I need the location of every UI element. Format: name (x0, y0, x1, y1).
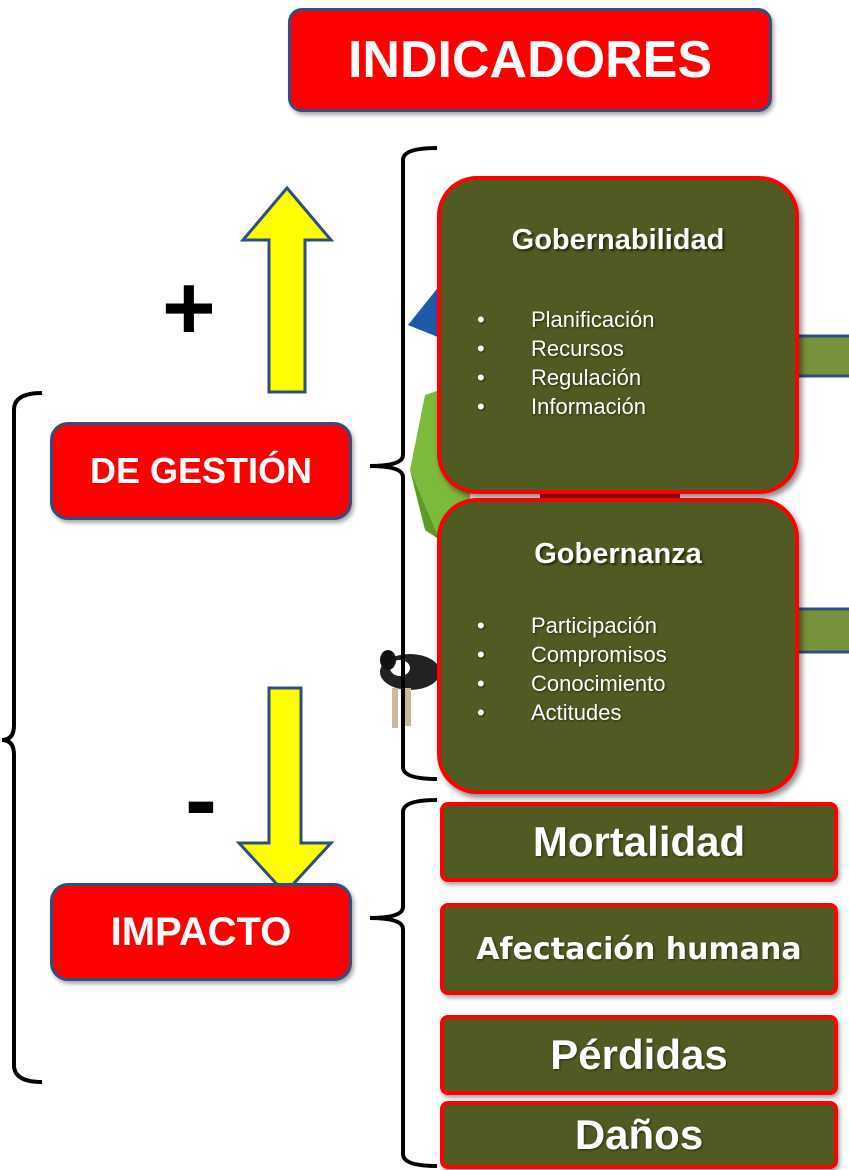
left-brace (1, 391, 43, 1084)
title-box: INDICADORES (288, 8, 772, 112)
mortalidad-bar: Mortalidad (440, 802, 838, 882)
afectacion-humana-bar: Afectación humana (440, 903, 838, 995)
list-item: •Actitudes (477, 700, 622, 725)
gestion-box: DE GESTIÓN (50, 422, 352, 520)
list-item: •Compromisos (477, 642, 667, 667)
cow-image (380, 650, 440, 728)
impacto-box: IMPACTO (50, 883, 352, 981)
gobernabilidad-card: Gobernabilidad •Planificación •Recursos … (437, 176, 799, 494)
impacto-label: IMPACTO (110, 909, 292, 954)
down-arrow (235, 686, 335, 896)
danos-bar: Daños (440, 1101, 838, 1169)
gobernanza-list: •Participación •Compromisos •Conocimient… (441, 611, 795, 727)
list-item: •Información (477, 394, 646, 419)
title-text: INDICADORES (347, 31, 713, 89)
plus-sign: + (162, 257, 216, 359)
gestion-label: DE GESTIÓN (89, 450, 313, 491)
gestion-brace (369, 146, 438, 781)
list-item: •Planificación (477, 307, 655, 332)
list-item: •Recursos (477, 336, 624, 361)
minus-sign: - (185, 746, 217, 853)
gobernabilidad-list: •Planificación •Recursos •Regulación •In… (441, 305, 795, 421)
list-item: •Conocimiento (477, 671, 666, 696)
list-item: •Participación (477, 613, 657, 638)
list-item: •Regulación (477, 365, 642, 390)
up-arrow (239, 185, 335, 394)
gobernanza-card: Gobernanza •Participación •Compromisos •… (437, 498, 799, 794)
green-logo-shade (410, 470, 440, 540)
perdidas-bar: Pérdidas (440, 1015, 838, 1095)
impacto-brace (369, 798, 438, 1168)
gobernanza-heading: Gobernanza (534, 538, 702, 570)
gobernabilidad-heading: Gobernabilidad (511, 224, 725, 256)
